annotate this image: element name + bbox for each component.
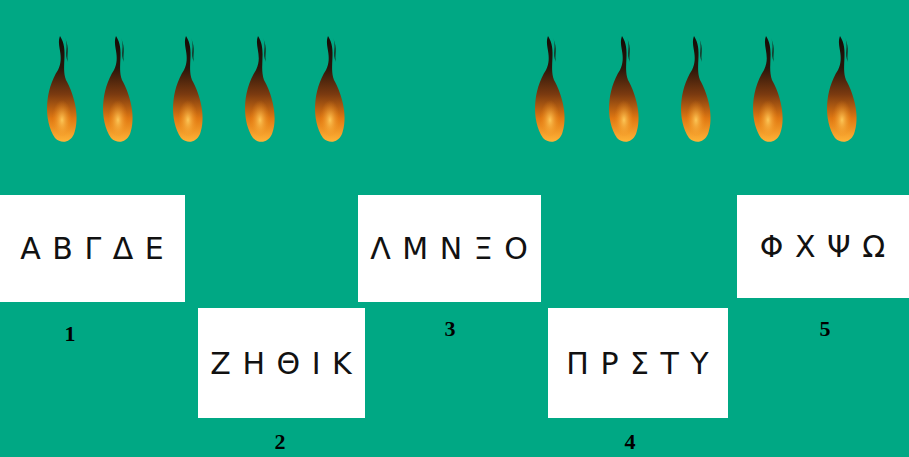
letter-group: Φ Χ Ψ Ω — [760, 229, 886, 264]
letter-group: Ζ Η Θ Ι Κ — [210, 346, 352, 381]
letter-group: Π Ρ Σ Τ Υ — [566, 346, 709, 381]
letter-box: Φ Χ Ψ Ω — [737, 195, 909, 298]
letter-box: Π Ρ Σ Τ Υ — [548, 308, 728, 418]
callout-number: 4 — [625, 429, 636, 455]
letter-box: Ζ Η Θ Ι Κ — [198, 308, 365, 418]
callout-number: 3 — [445, 316, 456, 342]
letter-box: Λ Μ Ν Ξ Ο — [358, 195, 541, 302]
letter-group: Λ Μ Ν Ξ Ο — [370, 231, 529, 266]
letter-group: Α Β Γ Δ Ε — [20, 231, 164, 266]
callout-number: 1 — [65, 321, 76, 347]
callout-number: 2 — [275, 429, 286, 455]
callout-number: 5 — [820, 316, 831, 342]
letter-box: Α Β Γ Δ Ε — [0, 195, 185, 302]
